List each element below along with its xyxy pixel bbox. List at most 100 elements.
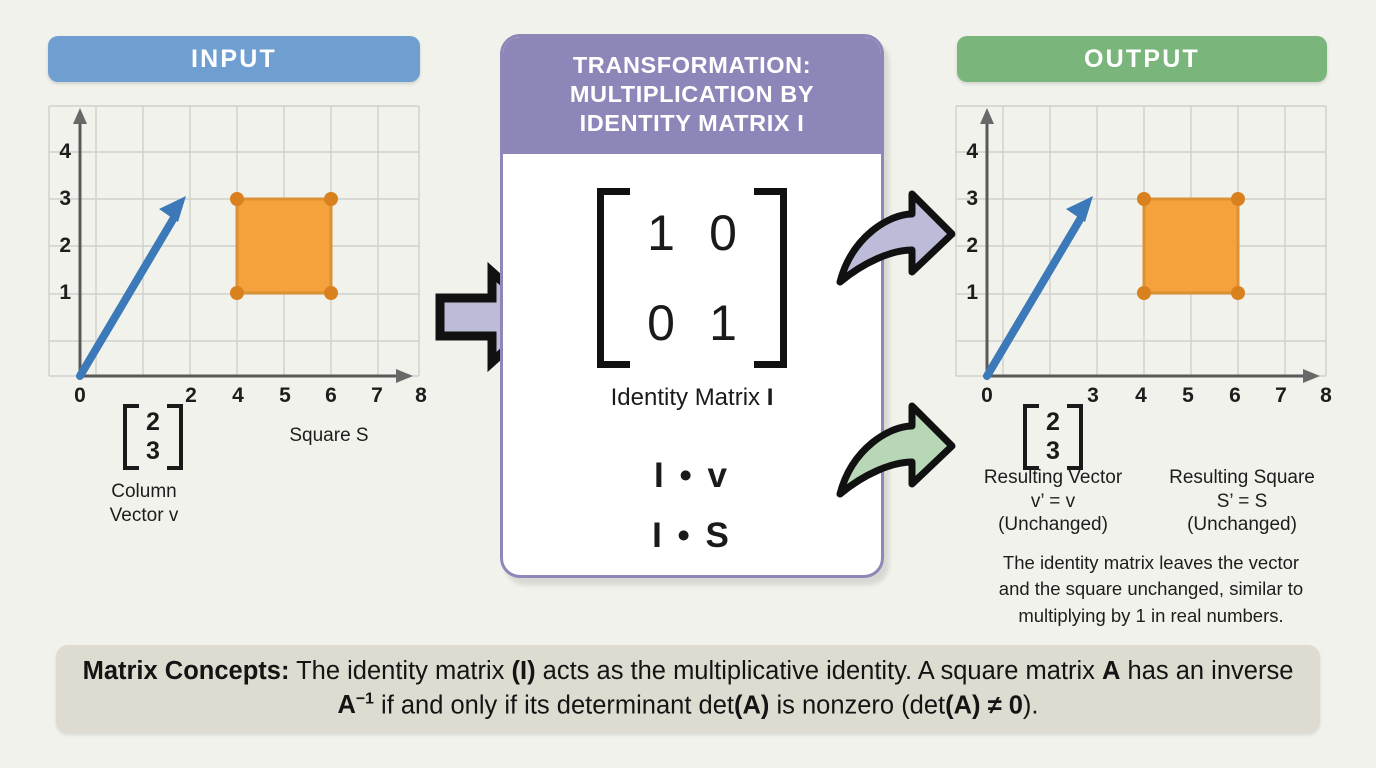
bracket-right: [166, 404, 183, 470]
output-xtick-0: 0: [981, 384, 993, 407]
banner-symbol-i: (I): [511, 656, 536, 685]
banner-text-part1: The identity matrix: [289, 656, 512, 685]
matrix-bracket-left: [597, 187, 630, 368]
vector-value-bottom: 3: [146, 437, 160, 465]
output-note: The identity matrix leaves the vector an…: [955, 550, 1347, 629]
banner-symbol-ainv: A−1: [337, 690, 374, 720]
output-column-vector: 2 3: [1023, 404, 1083, 470]
banner-symbol-a: A: [1102, 656, 1121, 685]
x-axis-arrowhead: [1303, 369, 1320, 383]
output-xtick-5: 5: [1182, 384, 1194, 407]
transformation-title-line1: TRANSFORMATION:: [572, 52, 812, 78]
banner-text-part7: ).: [1022, 691, 1039, 720]
input-plot: [47, 104, 421, 384]
output-square-caption-line3: (Unchanged): [1187, 514, 1297, 536]
output-note-line2: and the square unchanged, similar to: [998, 578, 1304, 600]
output-square-caption: Resulting Square S’ = S (Unchanged): [1152, 466, 1332, 537]
matrix-cells: 1 0 0 1: [630, 188, 754, 368]
input-plot-svg: [48, 105, 420, 383]
output-square-caption-line1: Resulting Square: [1169, 467, 1315, 488]
banner-text-part2: acts as the multiplicative identity. A s…: [535, 656, 1103, 685]
input-xtick-4: 4: [232, 384, 244, 407]
bracket-right: [1066, 404, 1083, 470]
output-vector-caption-line1: Resulting Vector: [983, 467, 1123, 488]
input-xtick-0: 0: [74, 384, 86, 407]
banner-symbol-ainv-exponent: −1: [355, 690, 374, 708]
input-xtick-2: 2: [185, 384, 197, 407]
vector-values: 2 3: [1039, 404, 1067, 470]
transformation-title-line3: IDENTITY MATRIX I: [579, 109, 805, 136]
output-vector-caption: Resulting Vector v’ = v (Unchanged): [963, 466, 1143, 537]
input-header-label: INPUT: [191, 44, 277, 73]
transform-to-square-arrow: [836, 402, 956, 498]
banner-text-part4: if and only if its determinant det: [373, 691, 734, 720]
output-square: [1137, 192, 1245, 300]
input-square-label: Square S: [289, 425, 369, 446]
input-xtick-8: 8: [415, 384, 427, 407]
input-ytick-4: 4: [59, 140, 71, 163]
transformation-title-line2: MULTIPLICATION BY: [569, 80, 815, 107]
banner-text-part6: ≠: [980, 691, 1009, 720]
input-xtick-5: 5: [279, 384, 291, 407]
vector-values: 2 3: [139, 404, 167, 470]
input-ytick-1: 1: [59, 281, 71, 304]
output-ytick-3: 3: [966, 187, 978, 210]
bracket-left: [1023, 404, 1039, 470]
output-vector-caption-line2: v’ = v: [1030, 490, 1076, 512]
vector-value-top: 2: [146, 407, 160, 436]
identity-matrix-caption-text: Identity Matrix: [610, 383, 767, 411]
banner-symbol-a2: (A): [733, 691, 770, 720]
output-ytick-2: 2: [966, 234, 978, 257]
output-plot-svg: [955, 105, 1327, 383]
output-vector: [983, 196, 1093, 380]
banner-text-part5: is nonzero (det: [769, 691, 946, 720]
banner-text-part3: has an inverse: [1120, 656, 1294, 685]
input-square: [230, 192, 338, 300]
formula-identity-times-vector: I • v: [654, 455, 730, 495]
output-vector-caption-line3: (Unchanged): [998, 514, 1108, 536]
output-ytick-4: 4: [966, 140, 978, 163]
input-xtick-7: 7: [371, 384, 383, 407]
bracket-left: [123, 404, 139, 470]
matrix-bracket-right: [754, 187, 787, 368]
transformation-title: TRANSFORMATION: MULTIPLICATION BY IDENTI…: [503, 37, 881, 154]
identity-matrix: 1 0 0 1: [597, 187, 787, 368]
output-square-caption-line2: S’ = S: [1216, 490, 1268, 512]
output-note-line3: multiplying by 1 in real numbers.: [1018, 604, 1284, 626]
output-header: OUTPUT: [957, 36, 1327, 82]
matrix-concepts-label: Matrix Concepts:: [82, 656, 290, 685]
matrix-cell-0-0: 1: [647, 204, 675, 261]
transformation-card: TRANSFORMATION: MULTIPLICATION BY IDENTI…: [500, 34, 884, 578]
output-xtick-6: 6: [1229, 384, 1241, 407]
input-header: INPUT: [48, 36, 420, 82]
banner-symbol-ainv-base: A: [337, 691, 356, 720]
output-xtick-8: 8: [1320, 384, 1332, 407]
output-ytick-1: 1: [966, 281, 978, 304]
output-note-line1: The identity matrix leaves the vector: [1002, 552, 1300, 573]
output-xtick-7: 7: [1275, 384, 1287, 407]
axes: [78, 118, 402, 378]
output-plot: [954, 104, 1328, 384]
matrix-cell-0-1: 0: [709, 204, 737, 261]
y-axis-arrowhead: [980, 108, 994, 124]
banner-symbol-zero: 0: [1008, 691, 1023, 720]
identity-matrix-symbol: I: [766, 383, 774, 411]
banner-symbol-a3: (A): [945, 691, 981, 720]
output-header-label: OUTPUT: [1084, 44, 1200, 73]
x-axis-arrowhead: [396, 369, 413, 383]
matrix-cell-1-1: 1: [709, 294, 737, 351]
input-vector-caption: Column Vector v: [83, 480, 205, 527]
axes: [985, 118, 1309, 378]
input-ytick-3: 3: [59, 187, 71, 210]
input-ytick-2: 2: [59, 234, 71, 257]
input-column-vector: 2 3: [123, 404, 183, 470]
matrix-concepts-text: Matrix Concepts: The identity matrix (I)…: [56, 655, 1320, 723]
vector-value-bottom: 3: [1046, 437, 1060, 465]
transform-to-vector-arrow: [836, 190, 956, 286]
formula-identity-times-square: I • S: [652, 515, 732, 555]
vector-value-top: 2: [1046, 407, 1060, 436]
output-xtick-4: 4: [1135, 384, 1147, 407]
matrix-cell-1-0: 0: [647, 294, 675, 351]
y-axis-arrowhead: [73, 108, 87, 124]
input-vector-caption-line2: Vector v: [109, 504, 179, 526]
